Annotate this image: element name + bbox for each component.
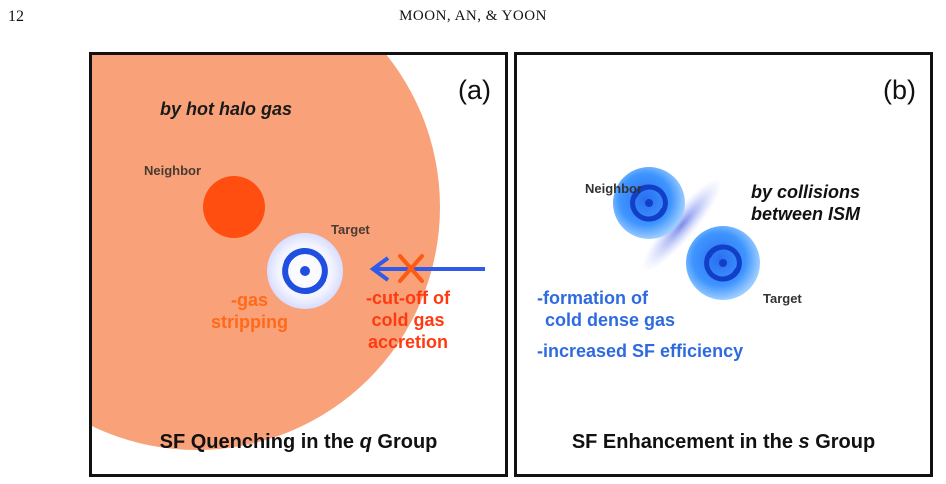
halo-label: by hot halo gas <box>160 99 293 119</box>
target-label-a: Target <box>331 222 370 237</box>
panel-a-illustration <box>92 55 485 450</box>
cutoff-accretion-label: -cut-off of cold gas accretion <box>366 288 450 352</box>
panel-b-caption: SF Enhancement in the s Group <box>571 431 876 453</box>
panel-b: (b) Neighbor by collisions between ISM T… <box>514 52 933 477</box>
collision-bridge <box>641 178 723 272</box>
running-head: MOON, AN, & YOON <box>399 8 547 24</box>
gas-stripping-label: -gas stripping <box>211 290 288 332</box>
panel-a-letter: (a) <box>458 75 491 105</box>
panel-b-illustration <box>613 167 760 300</box>
spiral-galaxy-icon <box>282 248 328 294</box>
collision-label: by collisions between ISM <box>751 182 861 224</box>
cross-icon <box>398 254 424 283</box>
spiral-galaxy-icon <box>630 184 668 222</box>
panel-b-letter: (b) <box>883 75 916 105</box>
panel-a-caption: SF Quenching in the q Group <box>159 431 438 453</box>
efficiency-label: -increased SF efficiency <box>537 341 744 361</box>
page-number: 12 <box>8 8 24 25</box>
hot-halo <box>92 55 440 450</box>
neighbor-label-a: Neighbor <box>144 163 202 178</box>
spiral-galaxy-icon <box>704 244 742 282</box>
panel-a: (a) by hot halo gas Neighbor Target -gas… <box>89 52 508 477</box>
neighbor-galaxy-a <box>203 176 265 238</box>
arrow-head-icon <box>369 256 390 282</box>
target-label-b: Target <box>763 291 802 306</box>
neighbor-label-b: Neighbor <box>585 181 643 196</box>
formation-label: -formation of cold dense gas <box>537 288 676 330</box>
